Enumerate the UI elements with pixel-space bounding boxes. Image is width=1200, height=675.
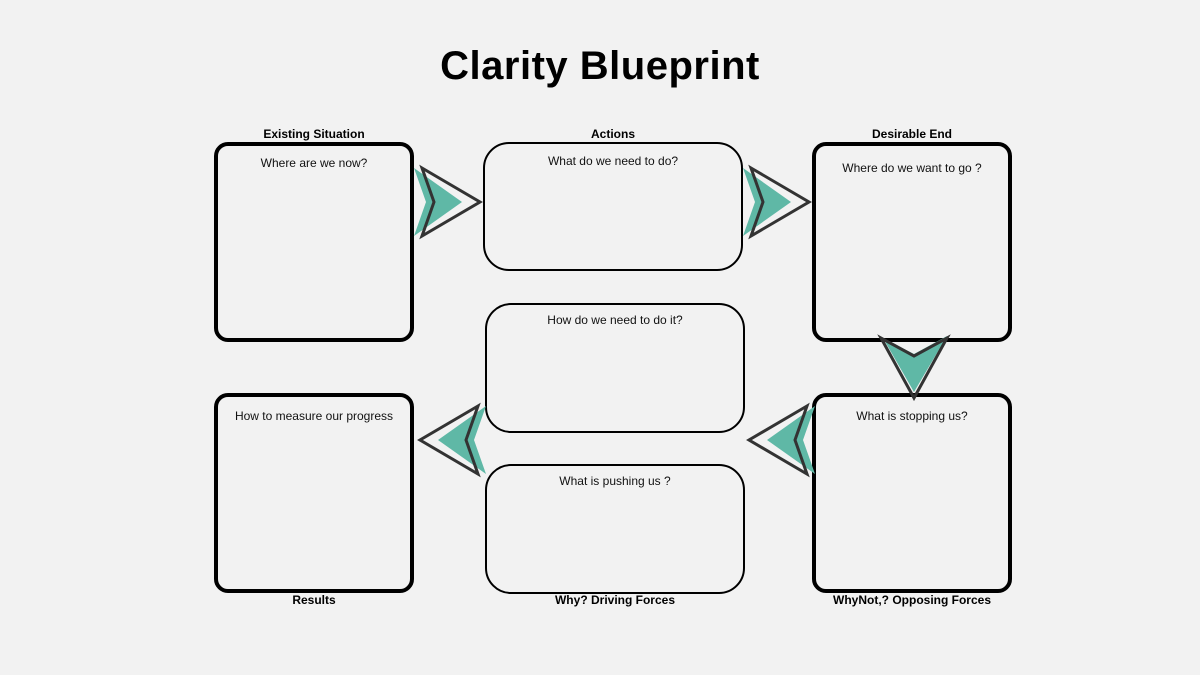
driving-forces-heading: Why? Driving Forces — [554, 593, 676, 607]
actions-box[interactable]: What do we need to do? — [483, 142, 743, 271]
results-heading: Results — [292, 593, 336, 607]
existing-situation-prompt: Where are we now? — [260, 156, 368, 170]
opposing-forces-prompt: What is stopping us? — [856, 409, 968, 423]
actions-heading: Actions — [590, 127, 635, 141]
actions-prompt: What do we need to do? — [547, 154, 679, 168]
driving-forces-prompt: What is pushing us ? — [559, 474, 671, 488]
chevron-right-icon — [743, 164, 812, 240]
chevron-left-icon — [746, 402, 815, 478]
existing-situation-heading: Existing Situation — [263, 127, 365, 141]
driving-forces-box[interactable]: What is pushing us ? — [485, 464, 745, 594]
chevron-left-icon — [417, 402, 486, 478]
chevron-down-icon — [877, 334, 951, 402]
existing-situation-box[interactable]: Where are we now? — [214, 142, 414, 342]
chevron-right-icon — [414, 164, 483, 240]
opposing-forces-box[interactable]: What is stopping us? — [812, 393, 1012, 593]
page-title: Clarity Blueprint — [440, 44, 760, 88]
desirable-end-box[interactable]: Where do we want to go ? — [812, 142, 1012, 342]
results-box[interactable]: How to measure our progress — [214, 393, 414, 593]
results-prompt: How to measure our progress — [234, 409, 394, 423]
how-prompt: How do we need to do it? — [547, 313, 683, 327]
how-box[interactable]: How do we need to do it? — [485, 303, 745, 433]
desirable-end-prompt: Where do we want to go ? — [842, 161, 982, 175]
opposing-forces-heading: WhyNot,? Opposing Forces — [833, 593, 991, 607]
desirable-end-heading: Desirable End — [871, 127, 953, 141]
